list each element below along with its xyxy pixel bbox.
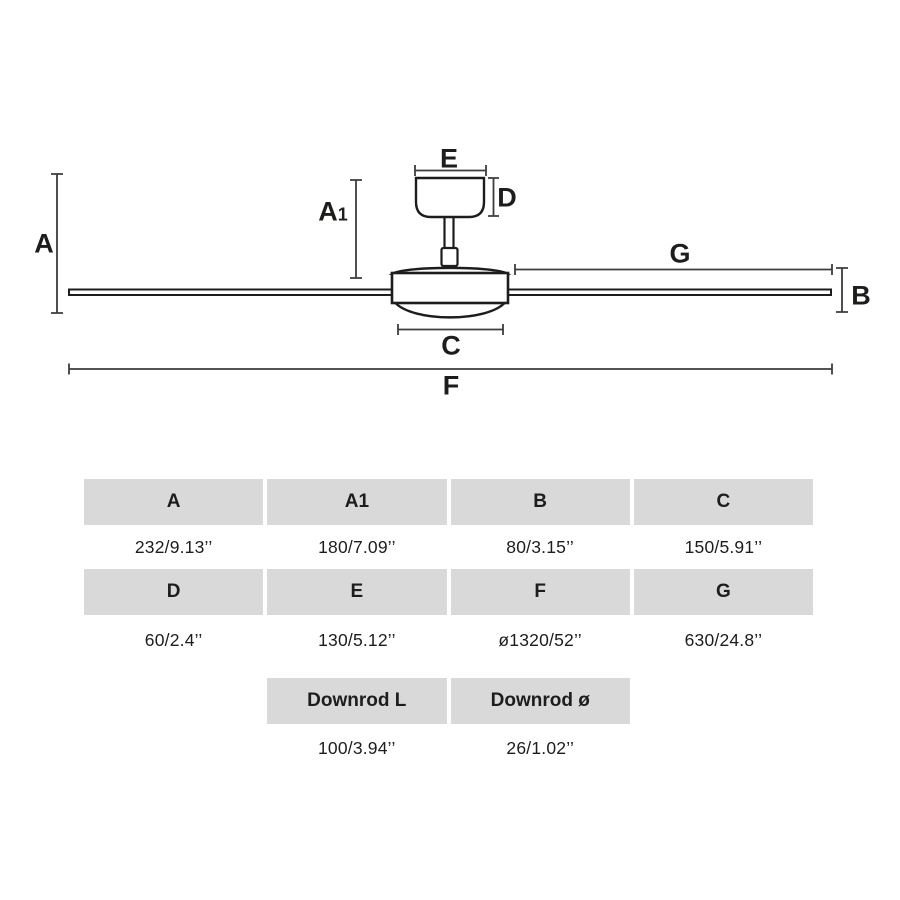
table-header-b: B bbox=[450, 479, 630, 525]
dim-line-d bbox=[488, 177, 499, 217]
table-value-d: 60/2.4’’ bbox=[84, 619, 264, 661]
table-header-g: G bbox=[633, 569, 813, 615]
dim-line-a bbox=[51, 173, 63, 314]
dim-line-g bbox=[514, 264, 833, 275]
dim-label-e: E bbox=[439, 143, 459, 174]
fan-blade-right bbox=[507, 288, 832, 296]
table-value-a1: 180/7.09’’ bbox=[267, 526, 447, 568]
table-header-e: E bbox=[267, 569, 447, 615]
dim-line-b bbox=[836, 267, 848, 313]
dim-label-c: C bbox=[441, 330, 461, 361]
dim-label-f: F bbox=[442, 370, 460, 401]
table-value-row-1: 232/9.13’’ 180/7.09’’ 80/3.15’’ 150/5.91… bbox=[84, 526, 813, 568]
dim-label-a1: A1 bbox=[318, 196, 348, 227]
table-header-d: D bbox=[84, 569, 264, 615]
fan-canopy bbox=[414, 176, 486, 219]
table-header-row-2: D E F G bbox=[84, 569, 813, 615]
dim-label-g: G bbox=[669, 238, 691, 269]
fan-downrod bbox=[443, 214, 455, 251]
fan-downrod-coupling bbox=[440, 246, 459, 268]
table-value-e: 130/5.12’’ bbox=[267, 619, 447, 661]
table-header-row-3: Downrod L Downrod ø bbox=[267, 678, 630, 724]
dim-line-c bbox=[397, 324, 504, 335]
dim-label-a: A bbox=[34, 228, 54, 259]
dim-label-d: D bbox=[497, 182, 517, 213]
dim-line-e bbox=[414, 165, 487, 176]
table-value-b: 80/3.15’’ bbox=[450, 526, 630, 568]
table-value-row-2: 60/2.4’’ 130/5.12’’ ø1320/52’’ 630/24.8’… bbox=[84, 619, 813, 661]
table-header-downrod-diam: Downrod ø bbox=[450, 678, 630, 724]
fan-motor-housing bbox=[390, 271, 510, 305]
fan-blade-left bbox=[68, 288, 393, 296]
table-header-c: C bbox=[633, 479, 813, 525]
table-header-a1: A1 bbox=[267, 479, 447, 525]
dim-line-a1 bbox=[350, 179, 362, 279]
dim-line-f bbox=[68, 363, 833, 375]
dim-label-a1-letter: A bbox=[318, 196, 338, 227]
table-value-a: 232/9.13’’ bbox=[84, 526, 264, 568]
table-header-a: A bbox=[84, 479, 264, 525]
fan-light-bowl bbox=[393, 301, 507, 319]
dim-label-b: B bbox=[851, 280, 871, 311]
table-header-downrod-l: Downrod L bbox=[267, 678, 447, 724]
table-header-f: F bbox=[450, 569, 630, 615]
table-header-row-1: A A1 B C bbox=[84, 479, 813, 525]
table-value-g: 630/24.8’’ bbox=[633, 619, 813, 661]
table-value-row-3: 100/3.94’’ 26/1.02’’ bbox=[267, 727, 630, 769]
ceiling-fan-diagram bbox=[51, 165, 848, 375]
dim-label-a1-number: 1 bbox=[337, 204, 348, 225]
table-value-c: 150/5.91’’ bbox=[633, 526, 813, 568]
table-value-f: ø1320/52’’ bbox=[450, 619, 630, 661]
table-value-downrod-diam: 26/1.02’’ bbox=[450, 727, 630, 769]
table-value-downrod-l: 100/3.94’’ bbox=[267, 727, 447, 769]
